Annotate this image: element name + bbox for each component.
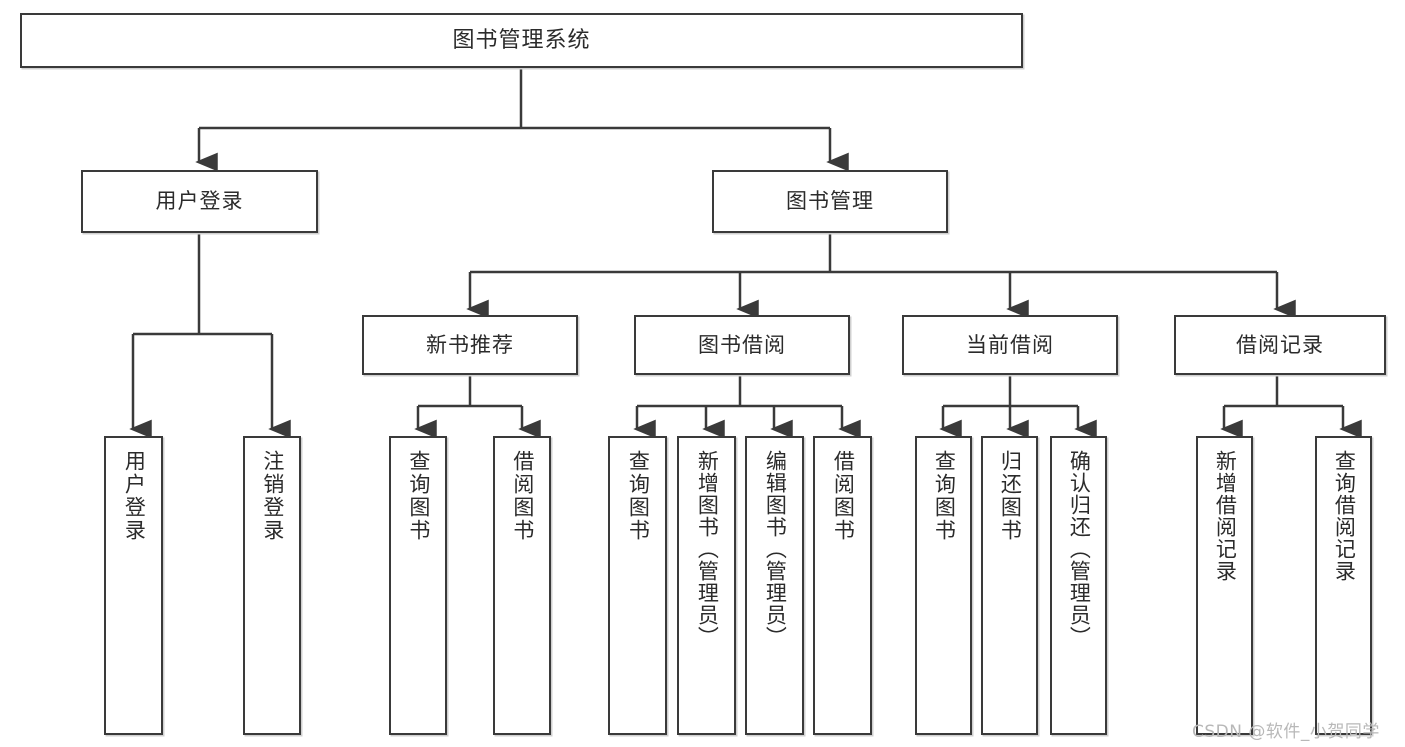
- node-label: 新增图书（管理员）: [695, 450, 720, 648]
- node-label: 归还图书: [998, 450, 1023, 542]
- watermark-text: CSDN @软件_小贺同学: [1192, 722, 1380, 742]
- node-leaf-add-book-admin[interactable]: 新增图书（管理员）: [677, 436, 736, 735]
- node-leaf-borrow-book[interactable]: 借阅图书: [813, 436, 872, 735]
- node-label: 查询图书: [406, 450, 431, 542]
- node-label: 查询图书: [626, 450, 651, 542]
- node-leaf-borrow-book-recommend[interactable]: 借阅图书: [493, 436, 551, 735]
- node-label: 借阅图书: [510, 450, 535, 542]
- node-leaf-query-borrow-record[interactable]: 查询借阅记录: [1315, 436, 1372, 735]
- node-leaf-add-borrow-record[interactable]: 新增借阅记录: [1196, 436, 1253, 735]
- node-label: 新增借阅记录: [1213, 450, 1238, 582]
- node-label: 确认归还（管理员）: [1067, 450, 1092, 648]
- node-label: 用户登录: [155, 189, 244, 214]
- node-book-borrow[interactable]: 图书借阅: [634, 315, 850, 375]
- node-leaf-return-book[interactable]: 归还图书: [981, 436, 1038, 735]
- node-new-book-recommend[interactable]: 新书推荐: [362, 315, 578, 375]
- node-label: 查询借阅记录: [1332, 450, 1357, 582]
- node-label: 编辑图书（管理员）: [763, 450, 788, 648]
- node-root-system[interactable]: 图书管理系统: [20, 13, 1023, 68]
- node-label: 图书借阅: [698, 332, 786, 357]
- node-label: 图书管理系统: [452, 27, 591, 53]
- node-label: 注销登录: [260, 450, 285, 542]
- node-current-borrow[interactable]: 当前借阅: [902, 315, 1118, 375]
- node-leaf-edit-book-admin[interactable]: 编辑图书（管理员）: [745, 436, 804, 735]
- node-leaf-query-book-borrow[interactable]: 查询图书: [608, 436, 667, 735]
- node-leaf-query-book-current[interactable]: 查询图书: [915, 436, 972, 735]
- node-leaf-logout[interactable]: 注销登录: [243, 436, 301, 735]
- node-borrow-records[interactable]: 借阅记录: [1174, 315, 1386, 375]
- node-leaf-query-book-recommend[interactable]: 查询图书: [389, 436, 447, 735]
- node-label: 查询图书: [932, 450, 957, 542]
- node-label: 当前借阅: [966, 332, 1054, 357]
- node-book-management[interactable]: 图书管理: [712, 170, 948, 233]
- node-leaf-user-login[interactable]: 用户登录: [104, 436, 163, 735]
- node-label: 用户登录: [122, 450, 147, 542]
- node-label: 图书管理: [786, 189, 874, 214]
- node-user-login[interactable]: 用户登录: [81, 170, 318, 233]
- node-label: 借阅图书: [831, 450, 856, 542]
- node-label: 新书推荐: [426, 332, 514, 357]
- node-label: 借阅记录: [1236, 332, 1324, 357]
- node-leaf-confirm-return-admin[interactable]: 确认归还（管理员）: [1050, 436, 1107, 735]
